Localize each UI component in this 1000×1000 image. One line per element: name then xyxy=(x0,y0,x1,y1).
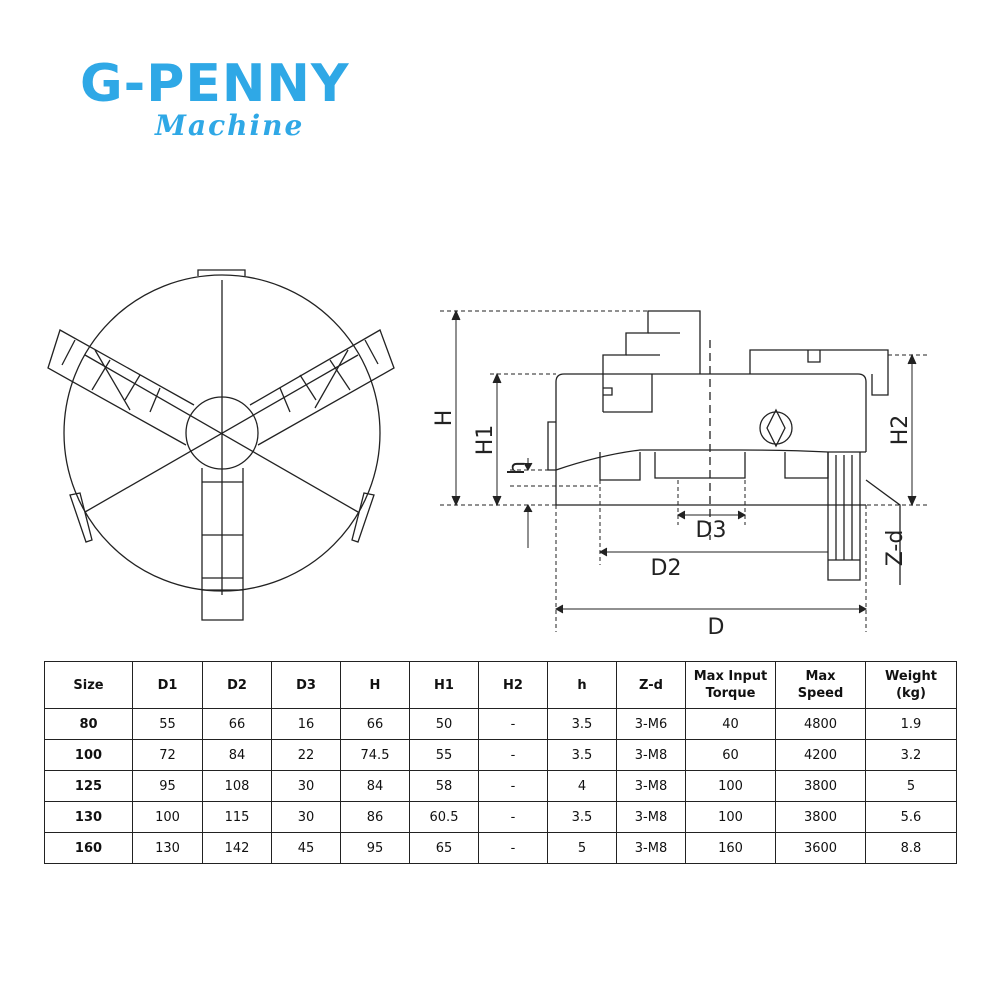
technical-drawing: H H1 h H2 Z-d D3 D2 D xyxy=(47,269,930,640)
dimension-lines xyxy=(440,309,930,632)
dim-label-H2: H2 xyxy=(888,415,913,446)
dim-label-H1: H1 xyxy=(473,425,498,456)
size-cell: 160 xyxy=(44,832,133,864)
table-cell: 65 xyxy=(409,832,479,864)
table-cell: 100 xyxy=(685,770,776,802)
dim-label-H: H xyxy=(432,410,457,427)
table-cell: 3.5 xyxy=(547,739,617,771)
table-cell: 55 xyxy=(132,708,203,740)
table-cell: 3800 xyxy=(775,770,866,802)
table-cell: 3-M6 xyxy=(616,708,686,740)
brand-subtitle: Machine xyxy=(155,109,305,142)
size-cell: 100 xyxy=(44,739,133,771)
table-cell: 100 xyxy=(132,801,203,833)
table-cell: 5 xyxy=(865,770,957,802)
table-cell: 100 xyxy=(685,801,776,833)
table-cell: 16 xyxy=(271,708,341,740)
dim-label-D: D xyxy=(708,615,725,640)
table-cell: 4200 xyxy=(775,739,866,771)
table-cell: 30 xyxy=(271,801,341,833)
table-cell: 5 xyxy=(547,832,617,864)
table-cell: 1.9 xyxy=(865,708,957,740)
table-cell: - xyxy=(478,708,548,740)
chuck-side-view xyxy=(547,310,901,585)
size-cell: 80 xyxy=(44,708,133,740)
column-header: H xyxy=(340,661,410,709)
table-cell: 60.5 xyxy=(409,801,479,833)
table-cell: 3-M8 xyxy=(616,739,686,771)
table-cell: 84 xyxy=(340,770,410,802)
table-cell: 66 xyxy=(340,708,410,740)
table-cell: 4 xyxy=(547,770,617,802)
table-cell: 66 xyxy=(202,708,272,740)
table-cell: 55 xyxy=(409,739,479,771)
table-cell: 95 xyxy=(340,832,410,864)
table-cell: 3600 xyxy=(775,832,866,864)
table-cell: 74.5 xyxy=(340,739,410,771)
table-cell: 50 xyxy=(409,708,479,740)
table-cell: 5.6 xyxy=(865,801,957,833)
column-header: h xyxy=(547,661,617,709)
table-cell: 3.5 xyxy=(547,801,617,833)
table-cell: 8.8 xyxy=(865,832,957,864)
column-header: Weight(kg) xyxy=(865,661,957,709)
table-cell: 60 xyxy=(685,739,776,771)
size-cell: 130 xyxy=(44,801,133,833)
table-cell: 22 xyxy=(271,739,341,771)
column-header: D1 xyxy=(132,661,203,709)
table-cell: 3-M8 xyxy=(616,832,686,864)
table-cell: 58 xyxy=(409,770,479,802)
table-cell: 142 xyxy=(202,832,272,864)
brand-name: G-PENNY xyxy=(80,54,350,114)
table-cell: - xyxy=(478,832,548,864)
table-cell: - xyxy=(478,770,548,802)
brand-logo: G-PENNY Machine xyxy=(80,55,370,145)
column-header: D2 xyxy=(202,661,272,709)
table-cell: 72 xyxy=(132,739,203,771)
table-cell: 108 xyxy=(202,770,272,802)
table-cell: 40 xyxy=(685,708,776,740)
table-cell: 3.5 xyxy=(547,708,617,740)
column-header: H2 xyxy=(478,661,548,709)
table-cell: 3-M8 xyxy=(616,801,686,833)
size-cell: 125 xyxy=(44,770,133,802)
column-header: Z-d xyxy=(616,661,686,709)
table-cell: 115 xyxy=(202,801,272,833)
table-cell: 86 xyxy=(340,801,410,833)
table-cell: 30 xyxy=(271,770,341,802)
table-cell: - xyxy=(478,739,548,771)
table-cell: 3-M8 xyxy=(616,770,686,802)
table-cell: 84 xyxy=(202,739,272,771)
table-cell: 4800 xyxy=(775,708,866,740)
column-header: Size xyxy=(44,661,133,709)
column-header: H1 xyxy=(409,661,479,709)
chuck-front-view xyxy=(47,269,395,621)
table-cell: 3.2 xyxy=(865,739,957,771)
dim-label-D2: D2 xyxy=(651,556,682,581)
table-cell: - xyxy=(478,801,548,833)
table-cell: 3800 xyxy=(775,801,866,833)
column-header: D3 xyxy=(271,661,341,709)
dim-label-Zd: Z-d xyxy=(883,530,908,567)
table-cell: 160 xyxy=(685,832,776,864)
dim-label-h: h xyxy=(505,461,530,475)
dim-label-D3: D3 xyxy=(696,518,727,543)
table-cell: 130 xyxy=(132,832,203,864)
table-cell: 45 xyxy=(271,832,341,864)
table-cell: 95 xyxy=(132,770,203,802)
